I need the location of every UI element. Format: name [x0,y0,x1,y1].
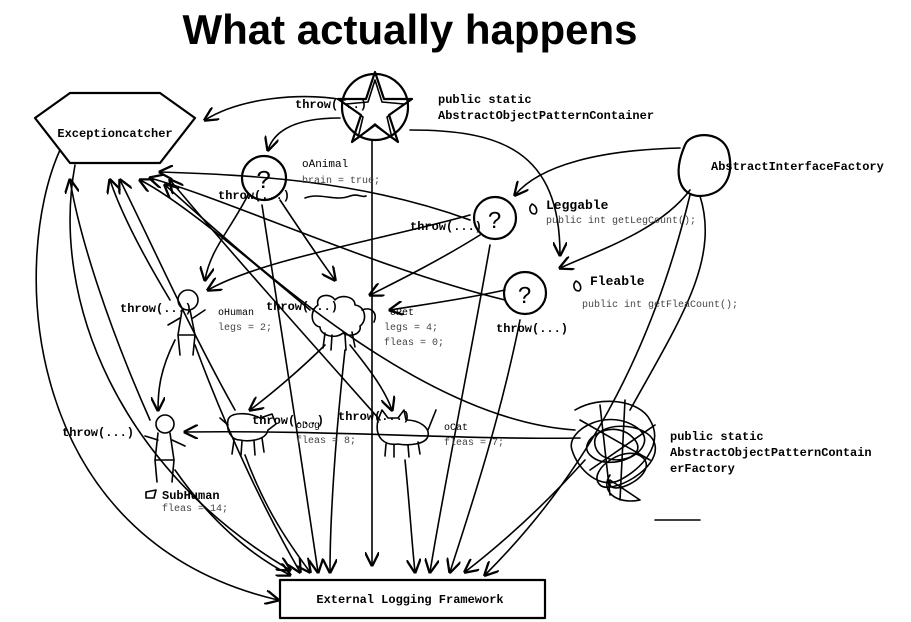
arrows [35,95,707,600]
throw-label-fleable: throw(...) [496,322,568,336]
leggable-question-mark: ? [488,209,502,236]
arrow-dog-catcher [120,180,236,411]
pet-field1: legs = 4; [384,322,438,334]
arrow-cf-subhuman [185,432,581,439]
leggable-name: Leggable [546,198,609,213]
logging-label: External Logging Framework [316,593,503,607]
arrow-pet-cat [349,344,392,410]
arrow-catcher-loop [69,164,290,570]
cat-node: oCat fleas = 7; [376,409,504,458]
throw-label-leggable: throw(...) [410,220,482,234]
arrow-cat-catcher [170,180,381,421]
container-factory-node: public static AbstractObjectPatternConta… [570,399,872,521]
exception-catcher-label: Exceptioncatcher [57,127,172,141]
container-label-line1: public static [438,93,532,107]
container-star-node: public static AbstractObjectPatternConta… [336,70,654,144]
throw-label-subhuman: throw(...) [62,426,134,440]
dog-field1: fleas = 8; [296,435,356,447]
arrow-animal-logging [261,204,318,572]
animal-field1: brain = true; [302,175,380,187]
throw-label-pet: throw(...) [266,300,338,314]
container-factory-label-line1: public static [670,430,764,444]
pet-node: oPet legs = 4; fleas = 0; [311,294,444,351]
exception-catcher-node: Exceptioncatcher [33,91,197,165]
arrow-container-fleable [409,129,560,255]
arrow-fleable-catcher [150,178,506,301]
human-node: oHuman legs = 2; [167,289,272,356]
animal-question-mark: ? [256,166,272,196]
cat-field1: fleas = 7; [444,437,504,449]
arrow-subhuman-logging [174,469,290,575]
cat-name: oCat [444,423,468,434]
subhuman-name: SubHuman [162,489,220,503]
arrow-fleable-logging [450,319,521,572]
arrow-human-subhuman [158,339,176,410]
animal-node: ? oAnimal brain = true; [240,154,380,202]
container-factory-label-line2: AbstractObjectPatternContain [670,446,872,460]
arrow-factory-leggable [515,147,681,195]
throw-label-dog: throw(...) [252,414,324,428]
dog-name: oDog [296,421,320,432]
arrow-animal-human [205,194,249,280]
arrow-factory-fleable [560,189,691,268]
arrow-leggable-pet [370,234,481,295]
arrow-cf-logging [465,459,586,572]
arrow-subhuman-catcher [70,180,151,421]
human-field1: legs = 2; [218,322,272,334]
arrow-human-logging [194,344,300,572]
leggable-code: public int getLegCount(); [546,215,696,227]
diagram-title: What actually happens [182,6,638,53]
throw-label-animal: throw(...) [218,189,290,203]
arrow-container-catcher [205,95,346,120]
throw-label-human: throw(...) [120,302,192,316]
arrow-dog-logging [244,454,310,572]
arrow-fleable-pet [390,289,506,310]
arrow-cat-logging [404,459,415,572]
leggable-node: ? Leggable public int getLegCount(); [472,195,696,241]
arrow-human-catcher [110,180,171,301]
arrow-container-animal [268,117,341,150]
fleable-code: public int getFleaCount(); [582,299,738,311]
subhuman-field1: fleas = 14; [162,503,228,515]
arrow-factory-down [629,195,707,411]
dog-node: oDog fleas = 8; [219,412,356,456]
animal-name: oAnimal [302,159,348,171]
throw-label-cat: throw(...) [338,410,410,424]
interface-factory-node: AbstractInterfaceFactory [677,134,884,198]
arrow-leggable-logging [430,244,491,572]
subhuman-node: SubHuman fleas = 14; [144,414,228,515]
logging-node: External Logging Framework [278,578,547,620]
arrow-leggable-human [208,214,471,290]
throw-label-container: throw(...) [295,98,367,112]
human-name: oHuman [218,308,254,319]
arrow-leggable-catcher [160,172,471,221]
pet-field2: fleas = 0; [384,337,444,349]
pet-name: oPet [390,308,414,319]
arrow-pet-catcher [140,180,311,311]
arrow-animal-pet [279,199,335,280]
container-label-line2: AbstractObjectPatternContainer [438,109,654,123]
fleable-node: ? Fleable public int getFleaCount(); [502,270,738,316]
interface-factory-label: AbstractInterfaceFactory [711,160,884,174]
arrow-factory-logging [485,194,691,575]
fleable-question-mark: ? [518,284,532,311]
container-factory-label-line3: erFactory [670,462,735,476]
arrow-pet-logging [330,349,346,572]
arrow-pet-dog [250,344,326,410]
throw-labels: throw(...) throw(...) throw(...) throw(.… [62,98,568,440]
arrow-left-loop [35,149,278,600]
fleable-name: Fleable [590,274,645,289]
